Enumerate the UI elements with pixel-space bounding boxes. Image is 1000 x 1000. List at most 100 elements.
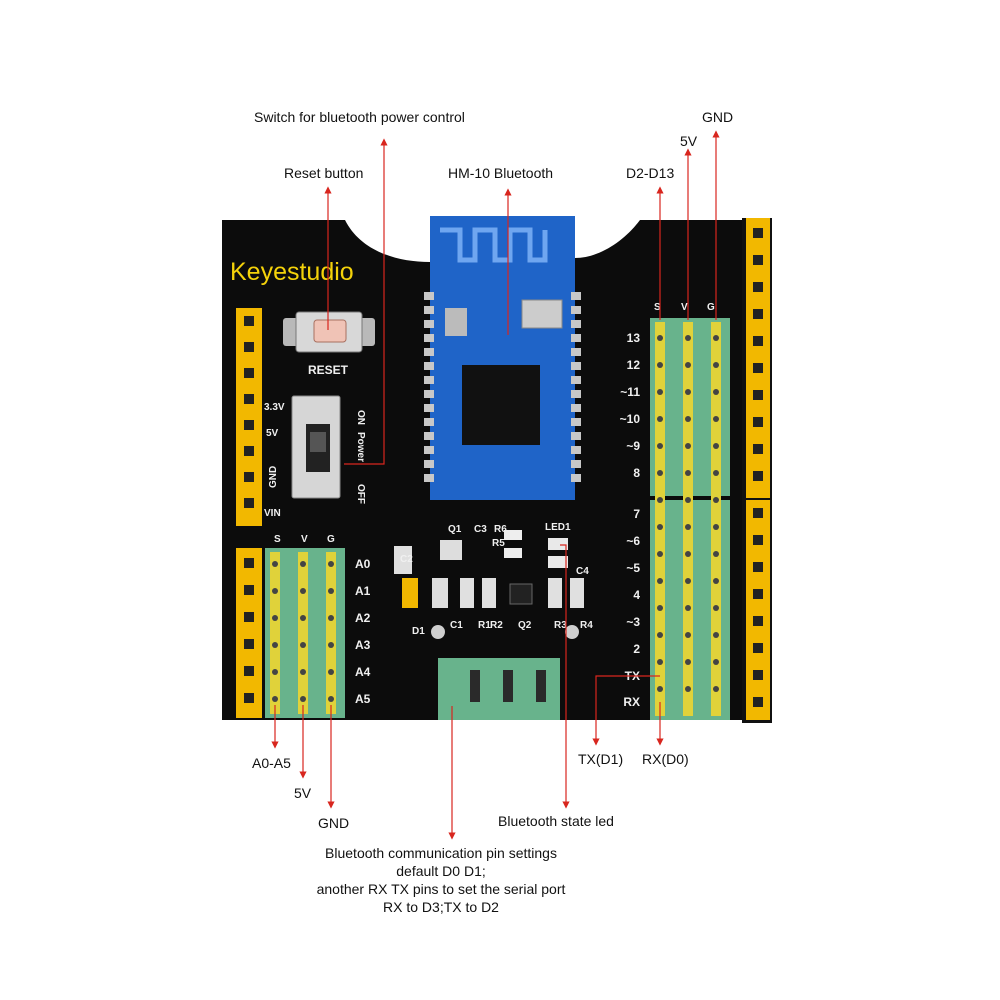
header-pin: [300, 669, 306, 675]
reset-button: [283, 311, 375, 353]
label-off: OFF: [355, 484, 366, 504]
analog-pin-label: A2: [355, 611, 371, 625]
callout-tx: TX(D1): [578, 751, 623, 767]
brand-logo: Keyestudio: [230, 258, 354, 286]
header-pin: [685, 497, 691, 503]
header-pin: [713, 335, 719, 341]
component-label: R2: [490, 620, 503, 631]
comm-jumper-block: [438, 658, 560, 720]
header-pin: [244, 639, 254, 649]
header-pin: [713, 389, 719, 395]
bt-pad: [571, 418, 581, 426]
header-pin: [753, 589, 763, 599]
header-pin: [685, 578, 691, 584]
bt-pad: [571, 334, 581, 342]
header-pin: [753, 390, 763, 400]
header-column: [711, 322, 721, 716]
header-pin: [300, 696, 306, 702]
callout-lines: [271, 130, 720, 840]
bt-pad: [571, 390, 581, 398]
header-pin: [328, 696, 334, 702]
header-pin: [753, 336, 763, 346]
header-pin: [685, 524, 691, 530]
analog-pin-label: A0: [355, 557, 371, 571]
header-pin: [753, 309, 763, 319]
hm10-module: [424, 216, 581, 500]
bt-pad: [571, 362, 581, 370]
bt-pad: [424, 334, 434, 342]
header-pin: [657, 605, 663, 611]
component-label: R5: [492, 538, 505, 549]
header-pin: [753, 562, 763, 572]
header-pin: [753, 643, 763, 653]
header-pin: [657, 659, 663, 665]
digital-pin-label: 4: [633, 588, 640, 602]
component-label: R3: [554, 620, 567, 631]
header-pin: [685, 416, 691, 422]
header-pin: [300, 561, 306, 567]
header-pin: [244, 612, 254, 622]
header-pin: [685, 362, 691, 368]
bt-pad: [424, 404, 434, 412]
component-label: D1: [412, 626, 425, 637]
digital-pin-label: 8: [633, 466, 640, 480]
header-pin: [713, 524, 719, 530]
header-pin: [244, 472, 254, 482]
callout-switch: Switch for bluetooth power control: [254, 109, 465, 125]
header-pin: [713, 416, 719, 422]
left-analog-header: [236, 548, 262, 718]
digital-pin-label: 7: [633, 507, 640, 521]
header-pin: [753, 471, 763, 481]
bt-pad: [424, 474, 434, 482]
bt-pad: [571, 474, 581, 482]
callout-comm-line2: default D0 D1;: [396, 863, 486, 879]
header-pin: [713, 578, 719, 584]
digital-pin-label: 12: [627, 358, 641, 372]
bt-pad: [424, 446, 434, 454]
header-pin: [300, 642, 306, 648]
header-pin: [657, 443, 663, 449]
callout-bt-module: HM-10 Bluetooth: [448, 165, 553, 181]
component-label: R1: [478, 620, 491, 631]
digital-pin-label: ~3: [626, 615, 640, 629]
callout-5v-top: 5V: [680, 133, 698, 149]
header-pin: [244, 498, 254, 508]
header-pin: [753, 255, 763, 265]
header-column: [655, 322, 665, 716]
component-label: C3: [474, 524, 487, 535]
header-pin: [244, 420, 254, 430]
header-pin: [272, 696, 278, 702]
bt-pad: [571, 348, 581, 356]
header-pin: [685, 470, 691, 476]
header-pin: [753, 508, 763, 518]
header-pin: [657, 497, 663, 503]
header-pin: [753, 363, 763, 373]
component-label: Q1: [448, 524, 462, 535]
header-pin: [272, 669, 278, 675]
bt-pad: [424, 320, 434, 328]
svg-bottom-s: S: [274, 534, 281, 545]
label-vin: VIN: [264, 508, 281, 519]
callout-state-led: Bluetooth state led: [498, 813, 614, 829]
analog-pin-label: A4: [355, 665, 371, 679]
header-pin: [244, 558, 254, 568]
header-pin: [300, 588, 306, 594]
bt-pad: [571, 306, 581, 314]
header-pin: [713, 470, 719, 476]
header-pin: [657, 389, 663, 395]
header-pin: [657, 416, 663, 422]
bt-pad: [571, 320, 581, 328]
header-pin: [244, 585, 254, 595]
header-pin: [753, 282, 763, 292]
svg-bottom-v: V: [301, 534, 308, 545]
header-pin: [753, 535, 763, 545]
digital-pin-label: 2: [633, 642, 640, 656]
callout-comm-line4: RX to D3;TX to D2: [383, 899, 499, 915]
header-pin: [685, 659, 691, 665]
callout-d2-d13: D2-D13: [626, 165, 674, 181]
header-pin: [272, 642, 278, 648]
analog-pin-label: A5: [355, 692, 371, 706]
header-pin: [244, 394, 254, 404]
header-pin: [713, 632, 719, 638]
